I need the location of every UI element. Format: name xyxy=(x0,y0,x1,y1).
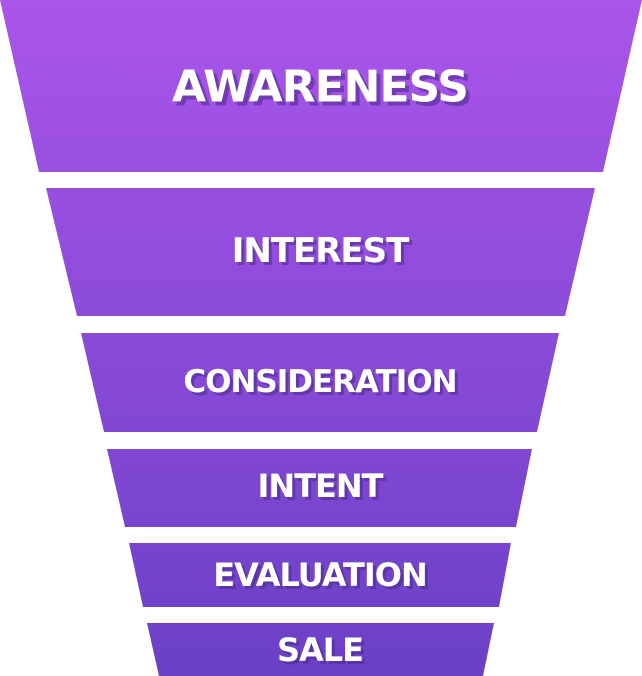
stage-label-evaluation: EVALUATION xyxy=(213,556,426,594)
stage-label-sale: SALE xyxy=(277,631,363,669)
stage-label-consideration: CONSIDERATION xyxy=(183,364,456,400)
svg-text:SALE: SALE xyxy=(280,634,366,672)
funnel-stage-interest: INTEREST INTEREST xyxy=(46,188,595,316)
funnel-segment-consideration xyxy=(81,333,559,432)
svg-text:INTEREST: INTEREST xyxy=(235,234,413,274)
stage-label-intent: INTENT xyxy=(258,467,384,505)
funnel-segment-sale xyxy=(147,623,494,676)
stage-label-interest: INTEREST xyxy=(232,231,410,271)
funnel-segment-intent xyxy=(107,449,532,527)
funnel-stage-evaluation: EVALUATION EVALUATION xyxy=(129,543,511,607)
svg-text:AWARENESS: AWARENESS xyxy=(176,66,472,117)
funnel-stage-intent: INTENT INTENT xyxy=(107,449,532,527)
svg-text:CONSIDERATION: CONSIDERATION xyxy=(186,367,459,403)
funnel-segment-awareness xyxy=(0,0,642,172)
funnel-segment-evaluation xyxy=(129,543,511,607)
stage-label-awareness: AWARENESS xyxy=(172,62,468,113)
svg-text:INTENT: INTENT xyxy=(261,470,387,508)
svg-text:EVALUATION: EVALUATION xyxy=(216,559,429,597)
funnel-segment-interest xyxy=(46,188,595,316)
funnel-stage-awareness: AWARENESS AWARENESS xyxy=(0,0,642,172)
funnel-stage-sale: SALE SALE xyxy=(147,623,494,676)
funnel-stage-consideration: CONSIDERATION CONSIDERATION xyxy=(81,333,559,432)
